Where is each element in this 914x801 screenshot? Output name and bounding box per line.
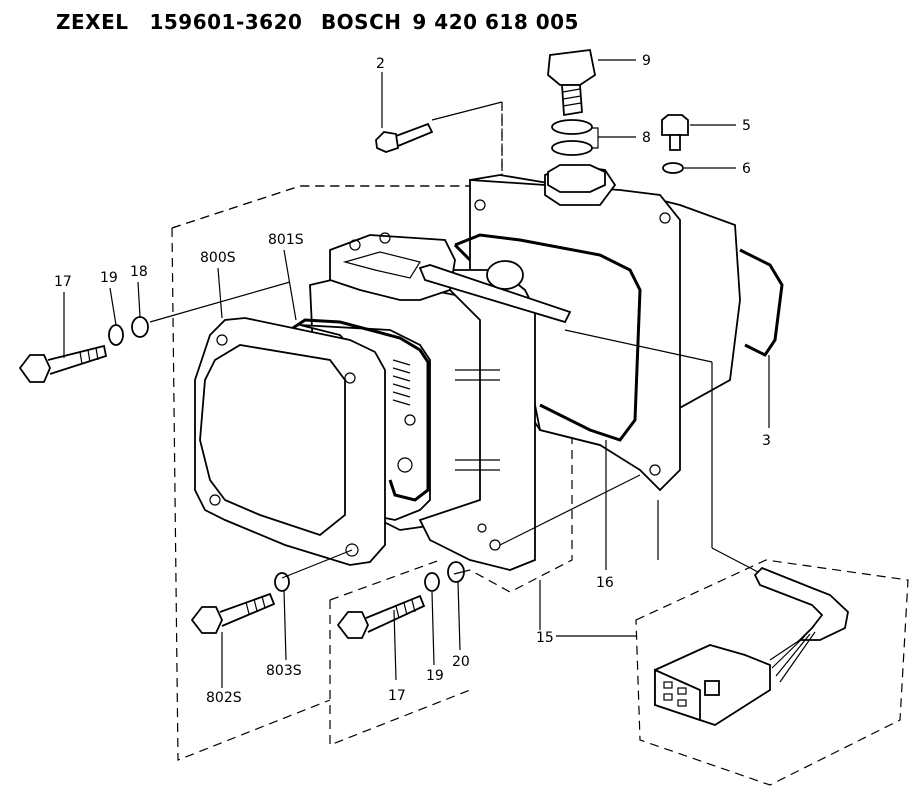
cover-hole [209, 494, 221, 506]
zexel-part-number: 159601-3620 [149, 10, 303, 34]
flange-hole [474, 199, 486, 211]
bolt-thread [562, 88, 582, 107]
flange-hole [649, 464, 661, 476]
washer-8b [551, 140, 593, 156]
connector-latch [704, 680, 720, 696]
callout-19-lower: 19 [426, 668, 444, 684]
bolt-thread [79, 347, 99, 365]
coil-terminal [404, 414, 416, 426]
top-block-hole [379, 232, 391, 244]
callout-15: 15 [536, 630, 554, 646]
callout-8: 8 [642, 130, 651, 146]
bolt-thread [395, 599, 416, 619]
assembly-outline-left [171, 106, 503, 229]
callout-20: 20 [452, 654, 470, 670]
callout-800s: 800S [200, 250, 236, 266]
connector-pin [677, 699, 687, 707]
callout-19-upper: 19 [100, 270, 118, 286]
assembly-outline-lower [329, 559, 471, 746]
washer-19-lower [424, 572, 440, 592]
callout-17-lower: 17 [388, 688, 406, 704]
top-block-detail [342, 251, 421, 279]
bolt-17-lower [336, 594, 426, 639]
gasket-801s [289, 318, 430, 502]
washer-18 [131, 316, 149, 338]
callout-3: 3 [762, 433, 771, 449]
cover-hole [345, 543, 359, 557]
gasket-16 [453, 233, 642, 442]
bolt-thread [245, 595, 266, 615]
callout-2: 2 [376, 56, 385, 72]
callout-9: 9 [642, 53, 651, 69]
banjo-bolt-9 [547, 49, 597, 86]
callout-801s: 801S [268, 232, 304, 248]
callout-16: 16 [596, 575, 614, 591]
housing-middle-slots [455, 369, 500, 471]
connector-pin [677, 687, 687, 695]
bosch-part-number: 9 420 618 005 [412, 10, 579, 34]
screw-2 [375, 122, 434, 153]
bolt-17-upper [18, 344, 108, 383]
brand-zexel: ZEXEL [56, 10, 129, 34]
connector-pin [663, 693, 673, 701]
screw-5 [661, 114, 689, 136]
mid-flange-hole [477, 523, 487, 533]
washer-6 [662, 162, 684, 174]
callout-18: 18 [130, 264, 148, 280]
o-ring-3 [739, 248, 784, 357]
harness-sleeve [753, 566, 849, 641]
washer-19-upper [108, 324, 124, 346]
shaft-bushing [486, 260, 524, 290]
cover-hole [216, 334, 228, 346]
callout-17-upper: 17 [54, 274, 72, 290]
callout-5: 5 [742, 118, 751, 134]
connector-pin [663, 681, 673, 689]
coil-terminal [397, 457, 413, 473]
fitting-nut [547, 164, 606, 193]
bolt-802s [190, 592, 276, 634]
top-block-hole [349, 239, 361, 251]
harness-wires [769, 631, 816, 683]
connector-outline [635, 559, 909, 786]
leader-lines [63, 59, 770, 688]
callout-802s: 802S [206, 690, 242, 706]
washer-803s [274, 572, 290, 592]
part-number-header: ZEXEL 159601-3620 BOSCH 9 420 618 005 [56, 10, 579, 38]
flange-hole [659, 212, 671, 224]
screw-5-shank [669, 134, 681, 151]
cover-800s-inner [199, 344, 346, 537]
callout-6: 6 [742, 161, 751, 177]
top-block [329, 234, 456, 301]
shaft [418, 264, 572, 324]
coil-spring [392, 359, 411, 406]
washer-8a [551, 119, 593, 135]
banjo-bolt-9-shank [561, 84, 583, 117]
callout-803s: 803S [266, 663, 302, 679]
cover-hole [344, 372, 356, 384]
brand-bosch: BOSCH [320, 10, 402, 34]
